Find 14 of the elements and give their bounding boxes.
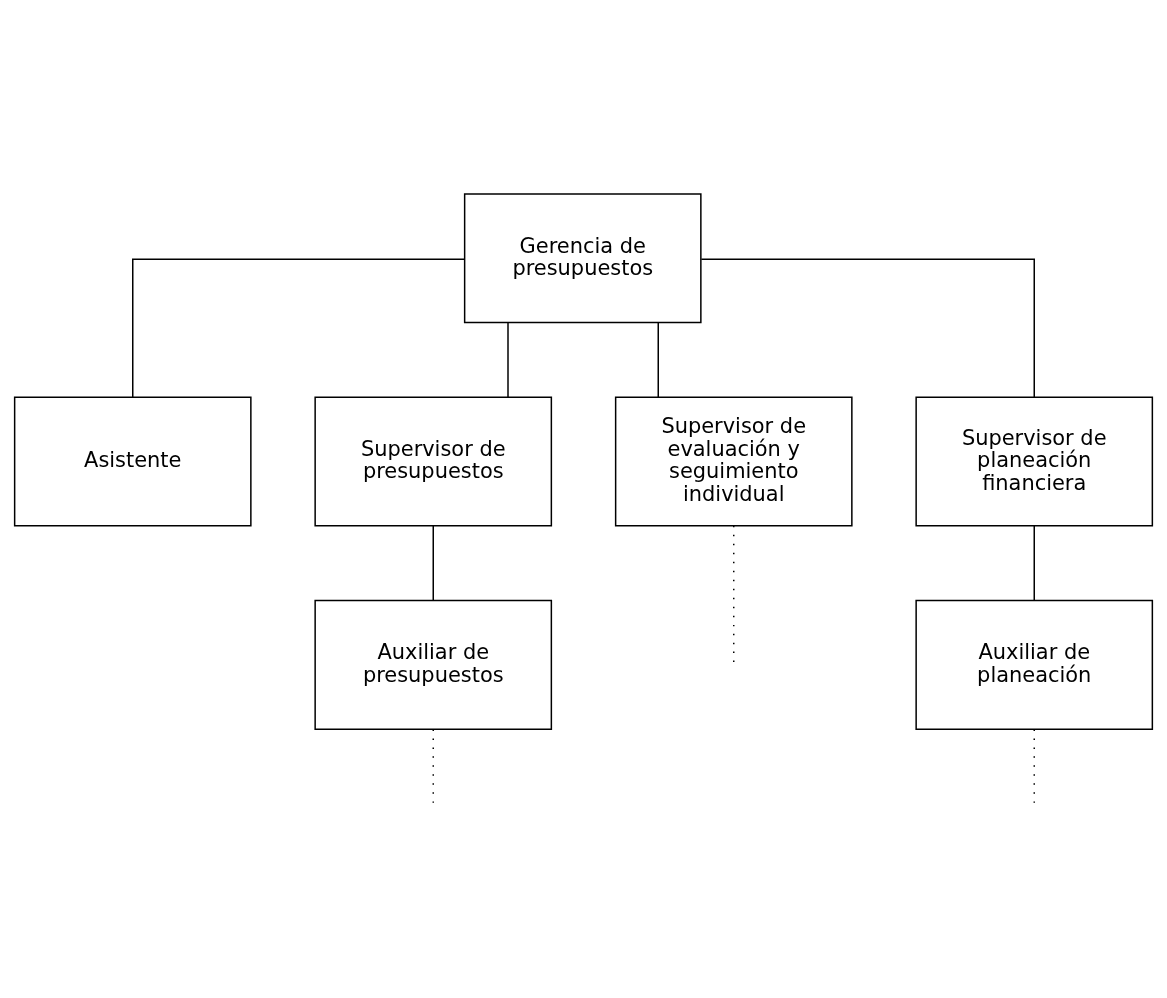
node-box: Auxiliar de presupuestos [314, 599, 553, 730]
connector [132, 258, 466, 398]
connector [733, 524, 735, 665]
connector [432, 524, 434, 601]
node-box: Supervisor de presupuestos [314, 396, 553, 527]
node-box: Supervisor de evaluación y seguimiento individual [614, 396, 853, 527]
node-box: Gerencia de presupuestos [463, 192, 702, 323]
node-box: Asistente [13, 396, 252, 527]
node-box: Supervisor de planeación financiera [915, 396, 1154, 527]
node-box: Auxiliar de planeación [915, 599, 1154, 730]
connector [657, 321, 659, 398]
connector [1033, 524, 1035, 601]
connector [507, 321, 509, 398]
connector [700, 258, 1035, 398]
